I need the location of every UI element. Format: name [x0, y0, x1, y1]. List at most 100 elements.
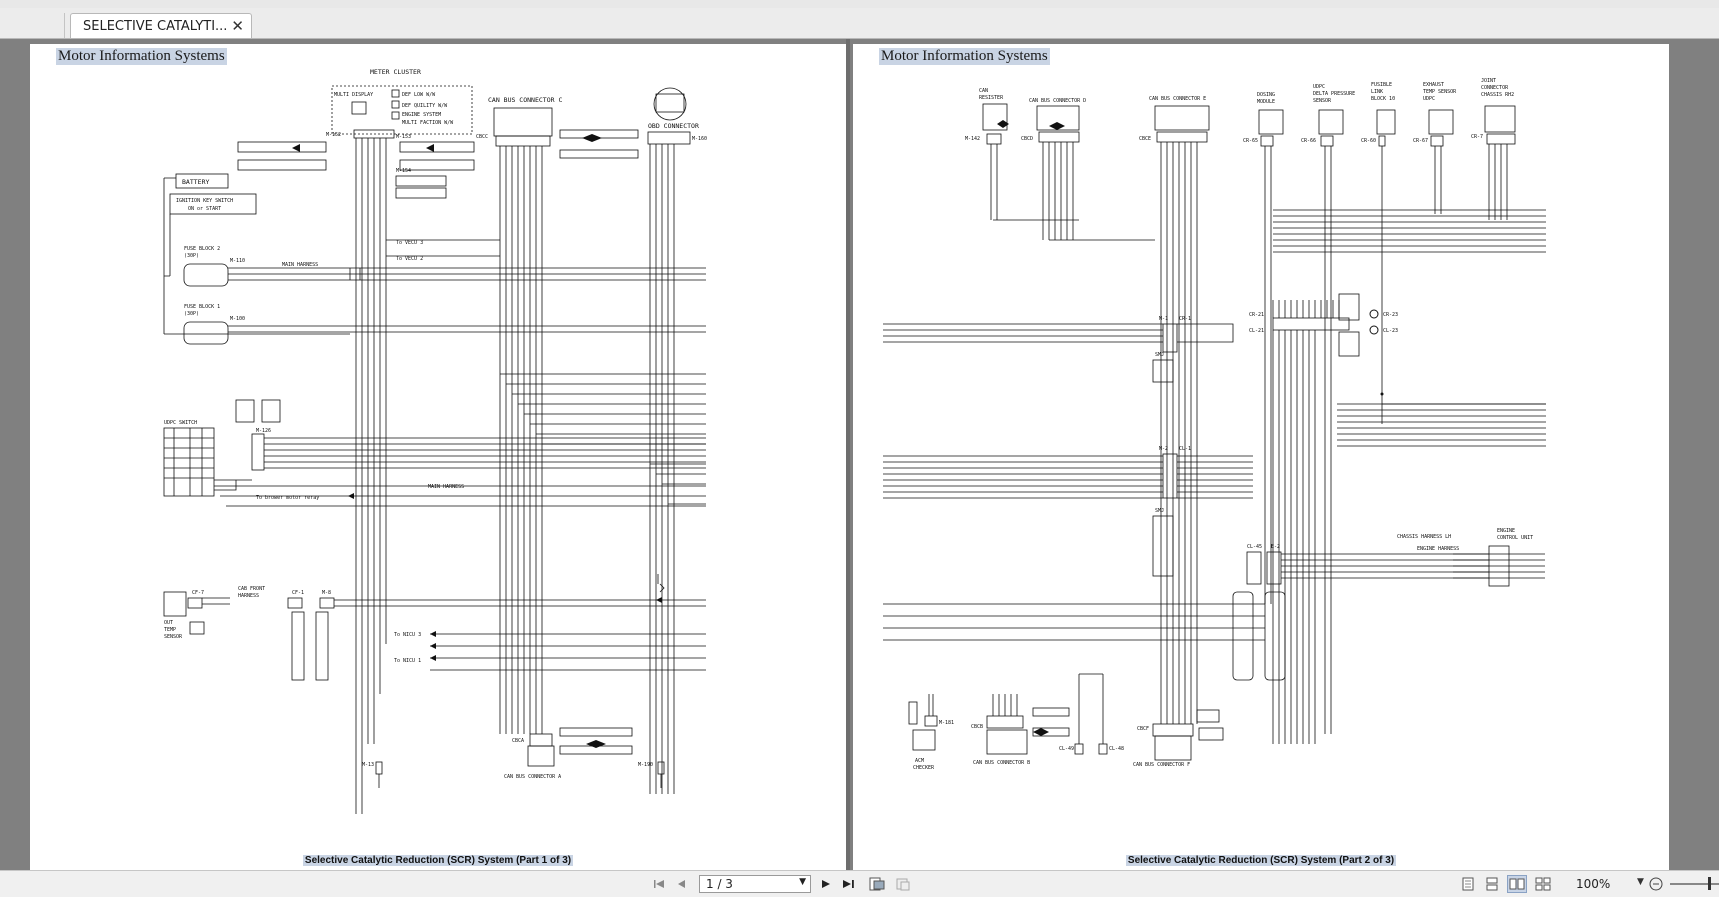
page-2-caption-text: Selective Catalytic Reduction (SCR) Syst… — [1125, 855, 1397, 866]
battery-label: BATTERY — [182, 178, 209, 186]
def-quality-label: DEF QUILITY W/W — [402, 103, 448, 109]
single-page-icon[interactable] — [1459, 875, 1477, 893]
dosing-label-1: DOSING — [1257, 92, 1275, 98]
exhaust-label-2: TEMP SENSOR — [1423, 89, 1457, 95]
cbcf-label: CBCF — [1137, 726, 1149, 732]
cbcd-label: CBCD — [1021, 136, 1033, 142]
page-2-header: Motor Information Systems — [879, 48, 1050, 65]
udpc-switch-label: UDPC SWITCH — [164, 420, 197, 426]
bottom-toolbar: 1 / 3 ▼ 100% ▼ — [0, 870, 1719, 897]
cl49-label: CL-49 — [1059, 746, 1074, 752]
fuse-block-2-pins: (30P) — [184, 253, 199, 259]
to-vecu3-label: To VECU 3 — [396, 240, 423, 246]
can-resister-label-1: CAN — [979, 88, 988, 94]
ecu-label-2: CONTROL UNIT — [1497, 535, 1533, 541]
cl1-label: CL-1 — [1179, 446, 1191, 452]
cbcc-label: CBCC — [476, 134, 488, 140]
ecu-label-1: ENGINE — [1497, 528, 1515, 534]
rotate-icon[interactable] — [894, 875, 912, 893]
zoom-slider-thumb[interactable] — [1708, 877, 1711, 890]
wiring-diagram-part-2: CAN RESISTER CAN BUS CONNECTOR D CAN BUS… — [883, 78, 1546, 771]
cr7-label: CR-7 — [1471, 134, 1483, 140]
cab-front-label: CAB FRONT — [238, 586, 265, 592]
cl48-label: CL-48 — [1109, 746, 1124, 752]
page-selector[interactable]: 1 / 3 ▼ — [699, 875, 811, 893]
fusible-label-3: BLOCK 10 — [1371, 96, 1395, 102]
fuse-block-1-label: FUSE BLOCK 1 — [184, 304, 220, 310]
page-selector-value: 1 / 3 — [706, 877, 733, 891]
m142-label: M-142 — [965, 136, 980, 142]
acm-label-2: CHECKER — [913, 765, 935, 771]
can-bus-b-label: CAN BUS CONNECTOR B — [973, 760, 1030, 766]
cbcb-label: CBCB — [971, 724, 983, 730]
cr23-label: CR-23 — [1383, 312, 1398, 318]
cover-page-icon[interactable] — [1533, 875, 1553, 893]
page-1: Motor Information Systems — [30, 44, 846, 870]
cbce-label: CBCE — [1139, 136, 1151, 142]
fusible-label-2: LINK — [1371, 89, 1383, 95]
cr1-label: CR-1 — [1179, 316, 1191, 322]
zoom-level[interactable]: 100% — [1576, 877, 1611, 891]
m153-label: M-153 — [396, 134, 411, 140]
last-page-icon[interactable] — [840, 875, 858, 893]
cr60-label: CR-60 — [1361, 138, 1376, 144]
zoom-dropdown-icon[interactable]: ▼ — [1637, 877, 1644, 887]
tab-bar: SELECTIVE CATALYTI... ✕ — [0, 8, 1719, 39]
can-resister-label-2: RESISTER — [979, 95, 1004, 101]
document-area[interactable]: Motor Information Systems — [0, 39, 1719, 870]
exhaust-label-3: UDPC — [1423, 96, 1435, 102]
out-temp-label-3: SENSOR — [164, 634, 183, 640]
document-tab-title: SELECTIVE CATALYTI... — [83, 18, 228, 34]
page-gutter — [846, 39, 850, 870]
e2-label: E-2 — [1271, 544, 1280, 550]
can-bus-e-label: CAN BUS CONNECTOR E — [1149, 96, 1206, 102]
def-low-label: DEF LOW W/W — [402, 92, 436, 98]
first-page-icon[interactable] — [651, 875, 667, 893]
previous-page-icon[interactable] — [673, 875, 689, 893]
cl45-label: CL-45 — [1247, 544, 1262, 550]
fusible-label-1: FUSIBLE — [1371, 82, 1392, 88]
main-harness-label: MAIN HARNESS — [282, 262, 318, 268]
page-2-caption: Selective Catalytic Reduction (SCR) Syst… — [853, 855, 1669, 866]
dosing-label-2: MODULE — [1257, 99, 1275, 105]
joint-label-3: CHASSIS RH2 — [1481, 92, 1514, 98]
facing-page-icon[interactable] — [1507, 875, 1527, 893]
engine-system-label: ENGINE SYSTEM — [402, 112, 441, 118]
cr65-label: CR-65 — [1243, 138, 1258, 144]
document-tab[interactable]: SELECTIVE CATALYTI... ✕ — [70, 13, 252, 38]
exhaust-label-1: EXHAUST — [1423, 82, 1444, 88]
zoom-slider[interactable] — [1670, 883, 1719, 885]
fit-width-icon[interactable] — [868, 875, 886, 893]
m1-label: M-1 — [1159, 316, 1168, 322]
ignition-label-2: ON or START — [188, 206, 221, 212]
m181-label: M-181 — [939, 720, 954, 726]
m152-label: M-152 — [326, 132, 341, 138]
m2-label: M-2 — [1159, 446, 1168, 452]
cr21-label: CR-21 — [1249, 312, 1264, 318]
cr66-label: CR-66 — [1301, 138, 1316, 144]
obd-label: OBD CONNECTOR — [648, 122, 699, 130]
page-1-caption-text: Selective Catalytic Reduction (SCR) Syst… — [302, 855, 574, 866]
can-bus-a-label: CAN BUS CONNECTOR A — [504, 774, 561, 780]
smj-label: SMJ — [1155, 352, 1164, 358]
can-bus-f-label: CAN BUS CONNECTOR F — [1133, 762, 1190, 768]
multi-faction-label: MULTI FACTION W/W — [402, 120, 454, 126]
next-page-icon[interactable] — [818, 875, 834, 893]
cf7-label: CF-7 — [192, 590, 204, 596]
page-2: Motor Information Systems — [853, 44, 1669, 870]
chassis-lh-label: CHASSIS HARNESS LH — [1397, 534, 1451, 540]
wiring-diagram-part-1: METER CLUSTER MULTI DISPLAY DEF LOW W/W … — [163, 68, 707, 814]
close-tab-icon[interactable]: ✕ — [231, 17, 244, 35]
joint-label-1: JOINT — [1481, 78, 1496, 84]
fuse-block-2-label: FUSE BLOCK 2 — [184, 246, 220, 252]
zoom-out-icon[interactable] — [1648, 875, 1664, 893]
cbca-label: CBCA — [512, 738, 524, 744]
to-vecu2-label: To VECU 2 — [396, 256, 423, 262]
continuous-page-icon[interactable] — [1483, 875, 1501, 893]
tab-blank[interactable] — [0, 13, 65, 38]
cl23-label: CL-23 — [1383, 328, 1398, 334]
chevron-down-icon: ▼ — [799, 877, 806, 887]
meter-cluster-label: METER CLUSTER — [370, 68, 421, 76]
m110-label: M-110 — [230, 258, 245, 264]
m126-label: M-126 — [256, 428, 271, 434]
